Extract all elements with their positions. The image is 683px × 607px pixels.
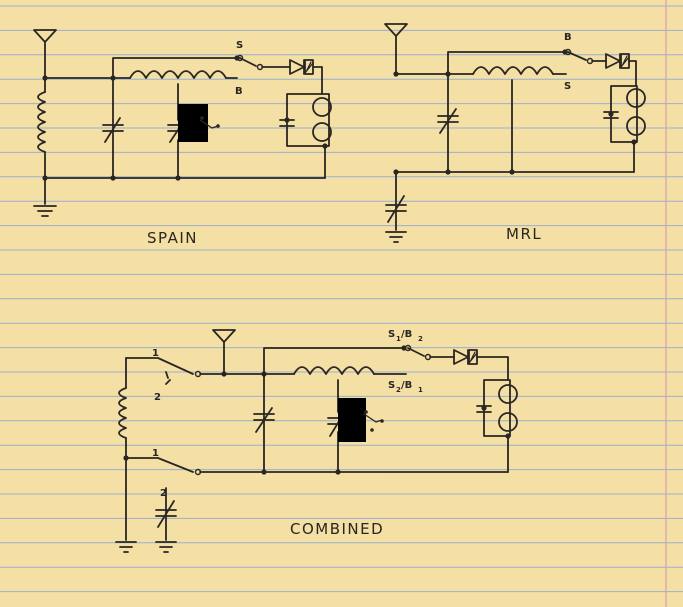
antenna-icon — [33, 29, 57, 79]
switch-label: /B — [401, 329, 412, 340]
diagram-title: COMBINED — [290, 520, 384, 538]
diode-icon — [605, 53, 621, 69]
variable-capacitor — [253, 407, 275, 433]
switch-label: B — [564, 32, 572, 43]
switch-label: S — [388, 329, 395, 340]
ground-icon — [385, 231, 407, 243]
switch-label: 2 — [418, 335, 423, 343]
dashed-switch-link — [338, 398, 366, 442]
switch-position-label: 2 — [154, 392, 161, 403]
variable-capacitor — [102, 117, 124, 143]
ground-icon — [155, 541, 177, 553]
headphone-icon — [312, 122, 332, 142]
switch-label: 1 — [396, 335, 401, 343]
headphone-icon — [626, 116, 646, 136]
switch-label: B — [235, 86, 243, 97]
headphone-icon — [312, 97, 332, 117]
switch-label: 2 — [396, 386, 401, 394]
ground-icon — [115, 541, 137, 553]
diode-icon — [453, 349, 469, 365]
tuning-coil — [129, 70, 227, 79]
mrl-circuit: B S MRL — [384, 23, 646, 243]
switch-arm — [157, 457, 194, 473]
antenna-icon — [212, 329, 236, 375]
diode-icon — [289, 59, 305, 75]
headphone-icon — [626, 88, 646, 108]
switch-position-label: 2 — [160, 488, 167, 499]
headphone-icon — [498, 384, 518, 404]
dashed-switch-link — [178, 104, 208, 142]
headphone-icon — [498, 412, 518, 432]
diagram-title: SPAIN — [147, 229, 198, 247]
variable-capacitor — [385, 195, 407, 223]
headphone-wiring — [483, 379, 511, 437]
antenna-icon — [384, 23, 408, 75]
switch-position-label: 1 — [152, 348, 159, 359]
antenna-coil — [118, 387, 127, 439]
antenna-coil — [37, 91, 46, 153]
switch-label: S — [388, 380, 395, 391]
switch-label: 1 — [418, 386, 423, 394]
switch-label: /B — [401, 380, 412, 391]
ground-icon — [33, 205, 57, 217]
switch-arm — [157, 357, 194, 375]
tuning-coil — [293, 366, 375, 375]
diagram-title: MRL — [506, 225, 542, 243]
spain-circuit: S B SPAIN — [33, 29, 332, 247]
combined-circuit: S 1 /B 2 S 2 /B 1 1 2 1 2 COMBINED — [115, 329, 518, 553]
variable-capacitor — [437, 108, 459, 134]
tuning-coil — [472, 66, 554, 75]
switch-label: S — [236, 40, 243, 51]
switch-label: S — [564, 81, 571, 92]
variable-capacitor — [155, 500, 177, 528]
switch-position-label: 1 — [152, 448, 159, 459]
ruled-lines — [0, 5, 683, 593]
